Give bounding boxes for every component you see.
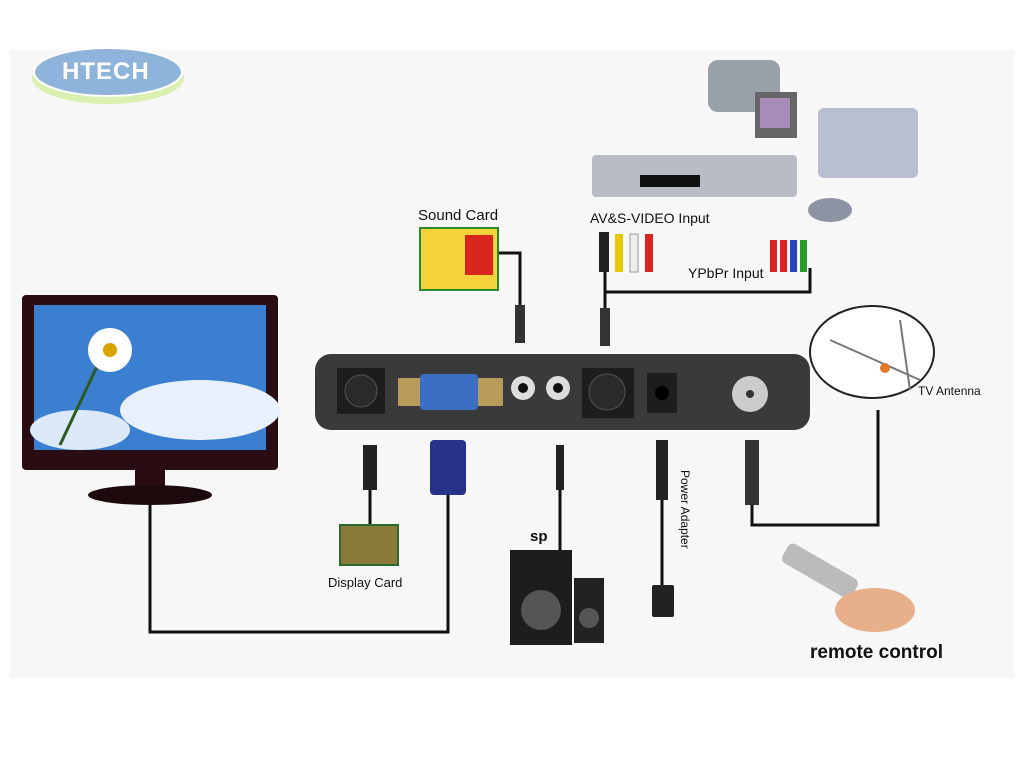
remote-control-hand xyxy=(782,543,915,632)
display-card xyxy=(339,524,399,566)
power-adapter-label: Power Adapter xyxy=(678,470,692,549)
ypbpr-input-label: YPbPr Input xyxy=(688,265,764,281)
speakers xyxy=(510,550,604,645)
lower-plugs xyxy=(363,440,759,505)
tv-monitor xyxy=(22,295,280,505)
av-plugs xyxy=(515,232,807,346)
power-adapter xyxy=(652,585,674,617)
sound-card-label: Sound Card xyxy=(418,207,499,224)
logo-text: HTECH xyxy=(62,58,150,85)
htech-logo xyxy=(32,47,184,104)
tv-antenna xyxy=(809,305,935,399)
sound-card xyxy=(419,227,499,291)
tv-antenna-label: TV Antenna xyxy=(918,384,981,398)
av-input-label: AV&S-VIDEO Input xyxy=(590,210,710,226)
remote-control-label: remote control xyxy=(810,642,944,663)
camcorder xyxy=(708,60,797,138)
display-card-label: Display Card xyxy=(328,575,403,590)
speaker-label: sp xyxy=(530,528,548,545)
game-console xyxy=(808,108,918,222)
tv-box-rear-panel xyxy=(315,354,810,430)
cables xyxy=(148,251,880,634)
set-top-box xyxy=(592,155,797,197)
